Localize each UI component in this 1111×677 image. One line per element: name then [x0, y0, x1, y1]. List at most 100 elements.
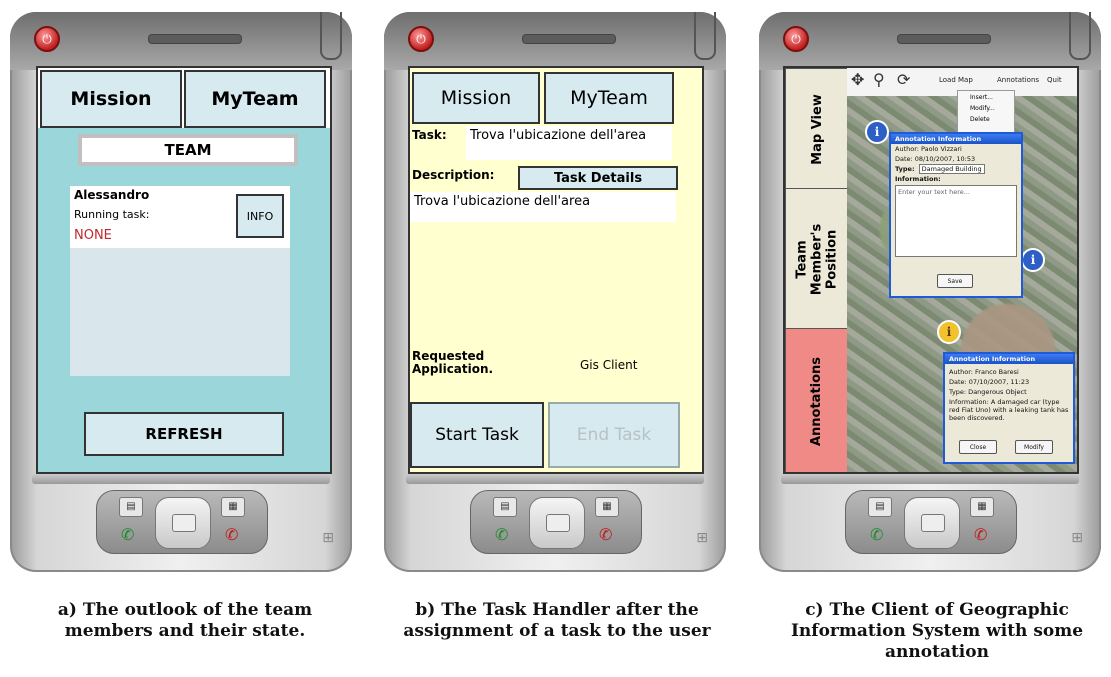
keypad-bar — [406, 474, 704, 484]
keypad-base: ▤ ▦ ✆ ✆ — [470, 490, 642, 554]
dialog-title: Annotation Information — [945, 354, 1073, 364]
screen-c: Map View Team Member's Position Annotati… — [783, 66, 1079, 474]
side-tab-team-position[interactable]: Team Member's Position — [785, 188, 849, 330]
windows-logo-icon: ⊞ — [1071, 530, 1083, 546]
warning-marker-icon[interactable]: i — [937, 320, 961, 344]
menu-item-modify[interactable]: Modify... — [970, 105, 995, 112]
description-value: Trova l'ubicazione dell'area — [410, 192, 676, 222]
right-softkey-icon[interactable]: ▦ — [970, 497, 994, 517]
modify-button[interactable]: Modify — [1015, 440, 1053, 454]
load-map-button[interactable]: Load Map — [939, 76, 973, 84]
type-label: Type: — [895, 165, 915, 173]
info-button[interactable]: INFO — [236, 194, 284, 238]
dpad-icon[interactable] — [904, 497, 960, 549]
dialog-author: Author: Paolo Vizzari — [895, 145, 962, 153]
dialog-type: Type: Dangerous Object — [949, 388, 1027, 396]
running-task-label: Running task: — [74, 208, 150, 221]
dpad-icon[interactable] — [529, 497, 585, 549]
refresh-button[interactable]: REFRESH — [84, 412, 284, 456]
keypad: ▤ ▦ ✆ ✆ ⊞ — [384, 474, 726, 572]
hangup-icon[interactable]: ✆ — [974, 525, 988, 544]
side-tab-label: Map View — [809, 93, 825, 165]
save-button[interactable]: Save — [937, 274, 973, 288]
stylus-slot — [694, 12, 716, 60]
menu-item-insert[interactable]: Insert... — [970, 94, 993, 101]
keypad-base: ▤ ▦ ✆ ✆ — [845, 490, 1017, 554]
side-tab-label: Annotations — [809, 356, 825, 446]
task-details-button[interactable]: Task Details — [518, 166, 678, 190]
call-icon[interactable]: ✆ — [121, 525, 135, 544]
side-tab-map-view[interactable]: Map View — [785, 68, 849, 190]
zoom-icon[interactable]: ⚲ — [873, 70, 885, 89]
close-button[interactable]: Close — [959, 440, 997, 454]
description-label: Description: — [412, 168, 495, 182]
type-select[interactable]: Damaged Building — [918, 164, 985, 174]
windows-logo-icon: ⊞ — [696, 530, 708, 546]
tab-mission[interactable]: Mission — [40, 70, 182, 128]
screen-b: Mission MyTeam Task: Trova l'ubicazione … — [408, 66, 704, 474]
annotation-dialog-1: Annotation Information Author: Paolo Viz… — [889, 132, 1023, 298]
start-task-button[interactable]: Start Task — [410, 402, 544, 468]
annotations-menu[interactable]: Annotations — [997, 76, 1040, 84]
stylus-slot — [320, 12, 342, 60]
pda-device-a: ⏻ Mission MyTeam TEAM Alessandro Running… — [10, 12, 352, 572]
tab-row: Mission MyTeam — [38, 68, 330, 128]
running-task-value: NONE — [74, 228, 112, 243]
side-tab-annotations[interactable]: Annotations — [785, 328, 849, 472]
screen-a: Mission MyTeam TEAM Alessandro Running t… — [36, 66, 332, 474]
keypad-bar — [32, 474, 330, 484]
info-marker-icon[interactable]: i — [1021, 248, 1045, 272]
caption-c: c) The Client of Geographic Information … — [790, 600, 1084, 662]
right-softkey-icon[interactable]: ▦ — [595, 497, 619, 517]
member-card[interactable]: Alessandro Running task: NONE INFO — [70, 186, 290, 248]
caption-a: a) The outlook of the team members and t… — [57, 600, 313, 641]
side-tab-label: Team Member's Position — [794, 223, 840, 295]
info-marker-icon[interactable]: i — [865, 120, 889, 144]
keypad: ▤ ▦ ✆ ✆ ⊞ — [10, 474, 352, 572]
left-softkey-icon[interactable]: ▤ — [119, 497, 143, 517]
map-toolbar: ✥ ⚲ ⟳ Load Map Annotations Quit — [847, 68, 1077, 96]
pda-device-b: ⏻ Mission MyTeam Task: Trova l'ubicazion… — [384, 12, 726, 572]
task-label: Task: — [412, 128, 447, 142]
call-icon[interactable]: ✆ — [495, 525, 509, 544]
hangup-icon[interactable]: ✆ — [225, 525, 239, 544]
requested-application-label: Requested Application. — [412, 349, 494, 376]
windows-logo-icon: ⊞ — [322, 530, 334, 546]
power-icon[interactable]: ⏻ — [408, 26, 434, 52]
keypad-bar — [781, 474, 1079, 484]
power-icon[interactable]: ⏻ — [34, 26, 60, 52]
dialog-type-row: Type: Damaged Building — [891, 164, 1021, 174]
call-icon[interactable]: ✆ — [870, 525, 884, 544]
dialog-date: Date: 08/10/2007, 10:53 — [895, 155, 976, 163]
menu-item-delete[interactable]: Delete — [970, 116, 990, 123]
speaker-grille — [148, 34, 242, 44]
task-value: Trova l'ubicazione dell'area — [466, 126, 672, 160]
requested-application-value: Gis Client — [580, 358, 638, 372]
annotation-dialog-2: Annotation Information Author: Franco Ba… — [943, 352, 1075, 464]
team-title: TEAM — [78, 134, 298, 166]
tab-mission[interactable]: Mission — [412, 72, 540, 124]
dpad-icon[interactable] — [155, 497, 211, 549]
tab-myteam[interactable]: MyTeam — [184, 70, 326, 128]
speaker-grille — [897, 34, 991, 44]
dialog-title: Annotation Information — [891, 134, 1021, 144]
tab-myteam[interactable]: MyTeam — [544, 72, 674, 124]
pda-device-c: ⏻ Map View Team Member's Position Annota… — [759, 12, 1101, 572]
dialog-author: Author: Franco Baresi — [949, 368, 1019, 376]
keypad-base: ▤ ▦ ✆ ✆ — [96, 490, 268, 554]
member-name: Alessandro — [74, 188, 150, 202]
left-softkey-icon[interactable]: ▤ — [493, 497, 517, 517]
speaker-grille — [522, 34, 616, 44]
power-icon[interactable]: ⏻ — [783, 26, 809, 52]
left-softkey-icon[interactable]: ▤ — [868, 497, 892, 517]
stylus-slot — [1069, 12, 1091, 60]
quit-button[interactable]: Quit — [1047, 76, 1062, 84]
info-textarea[interactable]: Enter your text here... — [895, 185, 1017, 257]
right-softkey-icon[interactable]: ▦ — [221, 497, 245, 517]
rotate-icon[interactable]: ⟳ — [897, 70, 911, 89]
dialog-date: Date: 07/10/2007, 11:23 — [949, 378, 1030, 386]
hangup-icon[interactable]: ✆ — [599, 525, 613, 544]
dialog-information: Information: A damaged car (type red Fia… — [949, 398, 1069, 422]
pan-icon[interactable]: ✥ — [851, 70, 865, 89]
member-list-area — [70, 248, 290, 376]
